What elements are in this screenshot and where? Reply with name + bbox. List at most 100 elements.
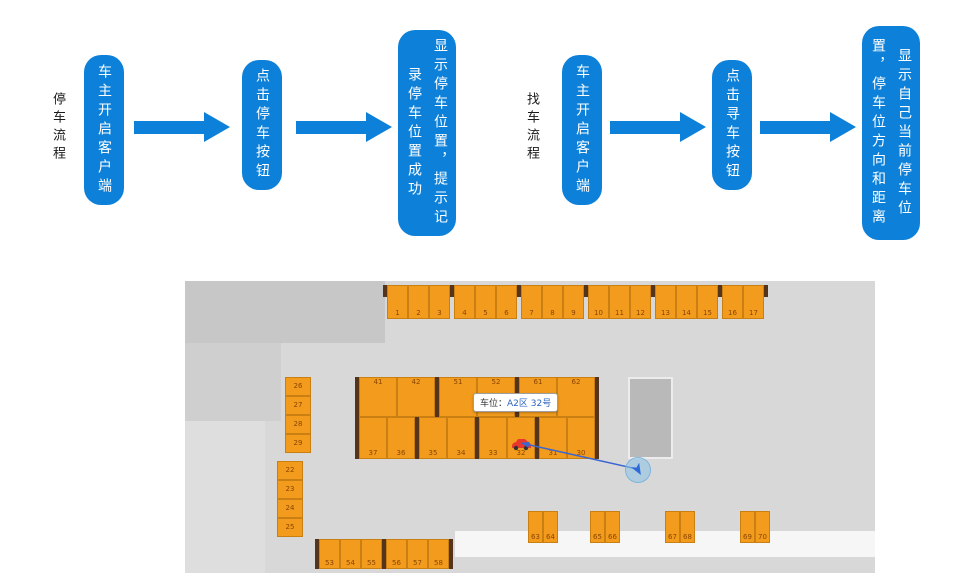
arrow-head-icon <box>366 112 392 142</box>
spot-number: 14 <box>682 309 691 317</box>
spot-number: 61 <box>533 378 543 386</box>
divider-post <box>382 539 386 569</box>
parking-spot-6: 6 <box>496 285 517 319</box>
parking-spot-64: 64 <box>543 511 558 543</box>
parking-spot-63: 63 <box>528 511 543 543</box>
car-icon <box>510 436 532 455</box>
spot-number: 31 <box>548 449 558 457</box>
parking-spot-28: 28 <box>285 415 311 434</box>
parking-spot-8: 8 <box>542 285 563 319</box>
parking-spot-16: 16 <box>722 285 743 319</box>
arrow-shaft <box>296 120 366 134</box>
parking-spot-67: 67 <box>665 511 680 543</box>
spot-number: 24 <box>285 504 295 512</box>
parking-spot-24: 24 <box>277 499 303 518</box>
arrow-shaft <box>610 120 680 134</box>
parking-spot-15: 15 <box>697 285 718 319</box>
divider-post <box>718 285 722 297</box>
flow-label-parking: 停车流程 <box>50 92 65 164</box>
parking-spot-41: 41 <box>359 377 397 417</box>
divider-post <box>383 285 387 297</box>
divider-post <box>595 417 599 459</box>
divider-post <box>651 285 655 297</box>
parking-spot-55: 55 <box>361 539 382 569</box>
parking-spot-34: 34 <box>447 417 475 459</box>
parking-spot-54: 54 <box>340 539 361 569</box>
parking-spot-56: 56 <box>386 539 407 569</box>
spot-number: 15 <box>703 309 712 317</box>
arrow-shaft <box>134 120 204 134</box>
tooltip-label: 车位： <box>480 399 508 409</box>
spot-number: 30 <box>576 449 586 457</box>
spot-number: 41 <box>373 378 383 386</box>
arrow-head-icon <box>830 112 856 142</box>
arrow-shaft <box>760 120 830 134</box>
flow-step-show-direction: 显示自己当前停车位置，停车位方向和距离 <box>862 26 920 240</box>
parking-spot-66: 66 <box>605 511 620 543</box>
flow-step-click-park: 点击停车按钮 <box>242 60 282 190</box>
parking-spot-65: 65 <box>590 511 605 543</box>
map-area-left-upper <box>185 343 281 421</box>
spot-number: 62 <box>571 378 581 386</box>
spot-number: 2 <box>416 309 421 317</box>
flow-arrow <box>296 112 392 142</box>
parking-spot-9: 9 <box>563 285 584 319</box>
spot-number: 64 <box>546 533 555 541</box>
divider-post <box>450 285 454 297</box>
tooltip-value: A2区 32号 <box>507 399 552 409</box>
parking-spot-13: 13 <box>655 285 676 319</box>
parking-stack-lower: 22 23 24 25 <box>277 461 303 537</box>
flow-step-show-result: 显示停车位置，提示记录停车位置成功 <box>398 30 456 236</box>
divider-post <box>355 417 359 459</box>
divider-post <box>595 377 599 417</box>
spot-number: 11 <box>615 309 624 317</box>
spot-number: 8 <box>550 309 555 317</box>
parking-spot-31: 31 <box>539 417 567 459</box>
parking-spot-58: 58 <box>428 539 449 569</box>
flow-step-open-client: 车主开启客户端 <box>84 55 124 205</box>
spot-number: 10 <box>594 309 603 317</box>
spot-number: 22 <box>285 466 295 474</box>
flow-arrow <box>760 112 856 142</box>
spot-number: 6 <box>504 309 509 317</box>
divider-post <box>584 285 588 297</box>
spot-number: 56 <box>392 559 401 567</box>
spot-number: 57 <box>413 559 422 567</box>
spot-number: 53 <box>325 559 334 567</box>
spot-number: 5 <box>483 309 488 317</box>
parking-spot-7: 7 <box>521 285 542 319</box>
flow-step-click-find: 点击寻车按钮 <box>712 60 752 190</box>
parking-spot-42: 42 <box>397 377 435 417</box>
spot-number: 4 <box>462 309 467 317</box>
spot-number: 27 <box>293 401 303 409</box>
parking-spot-30: 30 <box>567 417 595 459</box>
spot-number: 69 <box>743 533 752 541</box>
parking-spot-12: 12 <box>630 285 651 319</box>
parking-spot-51: 51 <box>439 377 477 417</box>
spot-number: 70 <box>758 533 767 541</box>
parking-spot-53: 53 <box>319 539 340 569</box>
spot-number: 42 <box>411 378 421 386</box>
spot-tooltip: 车位：A2区 32号 <box>473 393 559 412</box>
spot-number: 58 <box>434 559 443 567</box>
parking-spot-25: 25 <box>277 518 303 537</box>
divider-post <box>449 539 453 569</box>
parking-pair-4: 69 70 <box>740 511 770 543</box>
parking-spot-2: 2 <box>408 285 429 319</box>
spot-number: 7 <box>529 309 534 317</box>
spot-number: 16 <box>728 309 737 317</box>
spot-number: 36 <box>396 449 406 457</box>
parking-spot-4: 4 <box>454 285 475 319</box>
parking-spot-23: 23 <box>277 480 303 499</box>
flow-arrow <box>610 112 706 142</box>
spot-number: 52 <box>491 378 501 386</box>
spot-number: 37 <box>368 449 378 457</box>
spot-number: 66 <box>608 533 617 541</box>
